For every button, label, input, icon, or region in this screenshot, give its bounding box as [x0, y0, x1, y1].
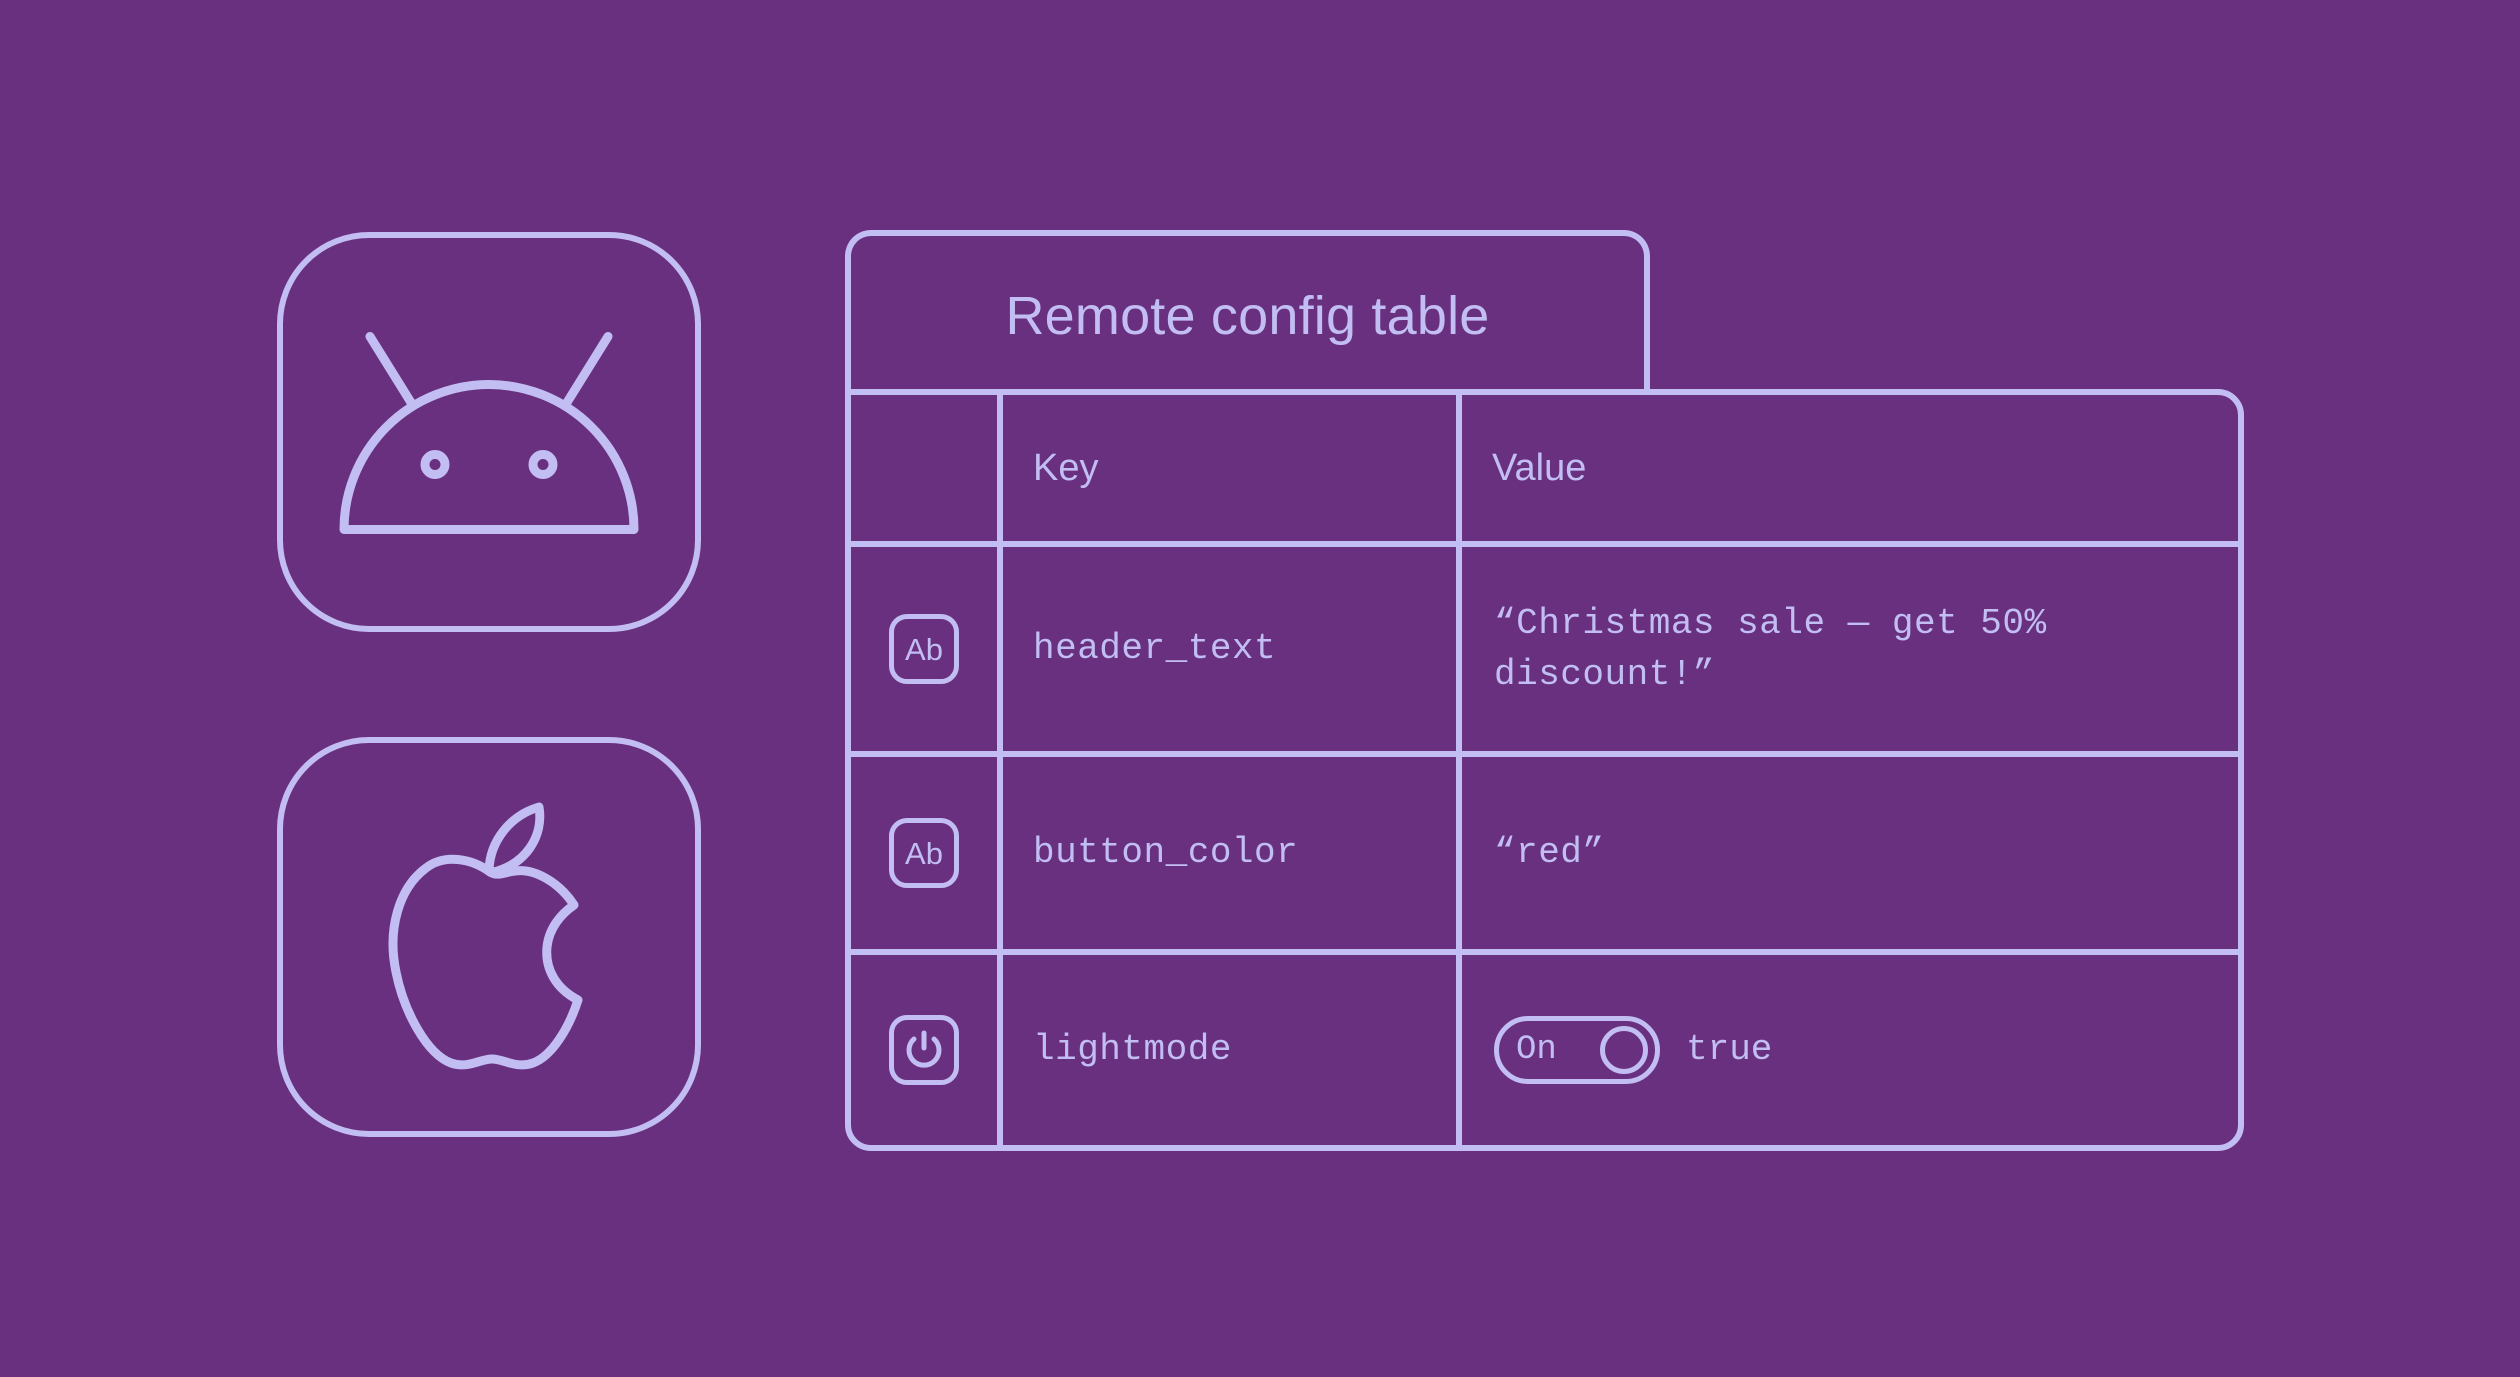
config-value: “red”: [1494, 832, 1605, 874]
table-header-value: Value: [1462, 395, 2238, 547]
page-title: Remote config table: [1005, 285, 1490, 346]
config-key: header_text: [1033, 628, 1277, 670]
tab-body-joint: [851, 389, 1644, 395]
ab-text-icon: Ab: [889, 614, 959, 684]
platform-tile-apple: [277, 737, 701, 1137]
ab-text-icon-label: Ab: [905, 631, 943, 667]
table-cell-key[interactable]: lightmode: [1003, 955, 1462, 1145]
table-header-icon-spacer: [851, 395, 1003, 547]
toggle-knob[interactable]: [1600, 1026, 1648, 1074]
table-cell-value[interactable]: “Christmas sale — get 50% discount!”: [1462, 547, 2238, 757]
table-header-key: Key: [1003, 395, 1462, 547]
config-key: lightmode: [1033, 1029, 1232, 1071]
config-value: true: [1686, 1029, 1773, 1070]
power-icon: [906, 1030, 942, 1068]
lightmode-toggle[interactable]: On: [1494, 1016, 1660, 1084]
android-icon: [339, 332, 639, 534]
table-row: Ab: [851, 757, 1003, 955]
column-header-label: Key: [1033, 446, 1099, 489]
table-cell-value[interactable]: “red”: [1462, 757, 2238, 955]
platform-tile-android: [277, 232, 701, 632]
config-value: “Christmas sale — get 50% discount!”: [1494, 602, 2047, 695]
table-cell-key[interactable]: button_color: [1003, 757, 1462, 955]
table-title-tab: Remote config table: [845, 230, 1650, 395]
apple-icon: [388, 802, 583, 1070]
table-row: Ab: [851, 547, 1003, 757]
ab-text-icon: Ab: [889, 818, 959, 888]
power-toggle-icon: [889, 1015, 959, 1085]
column-header-label: Value: [1492, 446, 1587, 489]
table-cell-key[interactable]: header_text: [1003, 547, 1462, 757]
table-row: [851, 955, 1003, 1145]
table-cell-value[interactable]: On true: [1462, 955, 2238, 1145]
config-key: button_color: [1033, 832, 1299, 874]
toggle-state-label: On: [1516, 1031, 1557, 1069]
remote-config-table: Key Value Ab header_text “Christmas sale…: [845, 389, 2244, 1151]
ab-text-icon-label: Ab: [905, 835, 943, 871]
